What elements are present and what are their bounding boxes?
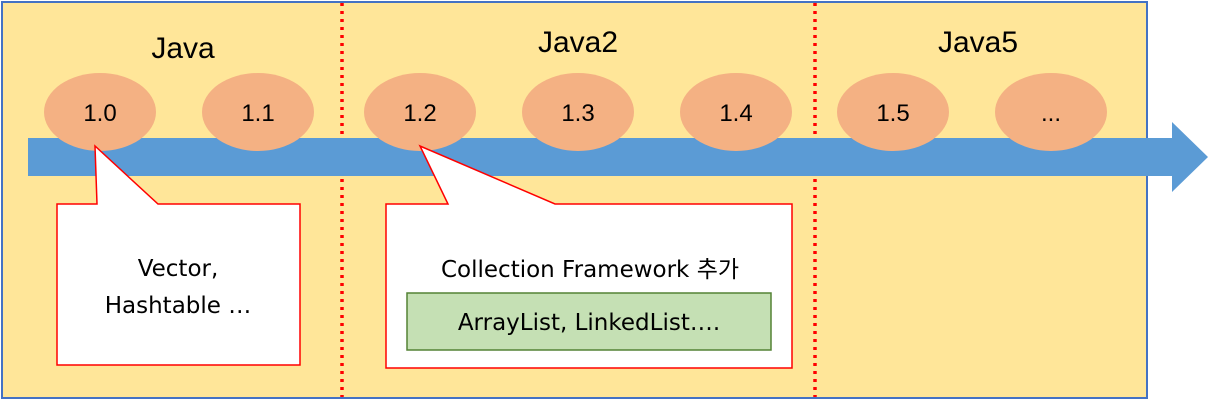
version-label: 1.5 <box>876 100 909 127</box>
callout-shape <box>56 144 301 366</box>
section-title-java2: Java2 <box>538 26 618 59</box>
version-bubble-more: ... <box>995 73 1107 151</box>
callout-line-vector: Vector, <box>138 256 219 282</box>
section-title-java5: Java5 <box>938 26 1018 59</box>
version-bubble-1-4: 1.4 <box>680 73 792 151</box>
version-bubble-shape <box>837 73 949 151</box>
version-bubble-1-3: 1.3 <box>522 73 634 151</box>
version-label: 1.2 <box>403 100 436 127</box>
version-bubble-shape <box>522 73 634 151</box>
version-bubble-1-2: 1.2 <box>364 73 476 151</box>
version-bubble-1-0: 1.0 <box>44 73 156 151</box>
version-bubble-shape <box>44 73 156 151</box>
callout-title-collection-framework: Collection Framework 추가 <box>441 257 739 283</box>
version-label: 1.3 <box>561 100 594 127</box>
version-bubble-shape <box>364 73 476 151</box>
callout-java-1-2: Collection Framework 추가 ArrayList, Linke… <box>385 144 793 369</box>
version-bubble-shape <box>202 73 314 151</box>
version-bubble-1-5: 1.5 <box>837 73 949 151</box>
collection-list-label: ArrayList, LinkedList…. <box>458 310 720 336</box>
version-bubble-shape <box>680 73 792 151</box>
collection-list-box <box>406 292 772 351</box>
version-label: 1.0 <box>83 100 116 127</box>
version-bubble-shape <box>995 73 1107 151</box>
callout-line-hashtable: Hashtable … <box>105 293 252 319</box>
section-title-java: Java <box>151 32 215 65</box>
version-bubble-1-1: 1.1 <box>202 73 314 151</box>
version-label: ... <box>1041 100 1061 127</box>
callout-java-1-0: Vector, Hashtable … <box>56 144 301 366</box>
version-label: 1.4 <box>719 100 752 127</box>
version-label: 1.1 <box>241 100 274 127</box>
